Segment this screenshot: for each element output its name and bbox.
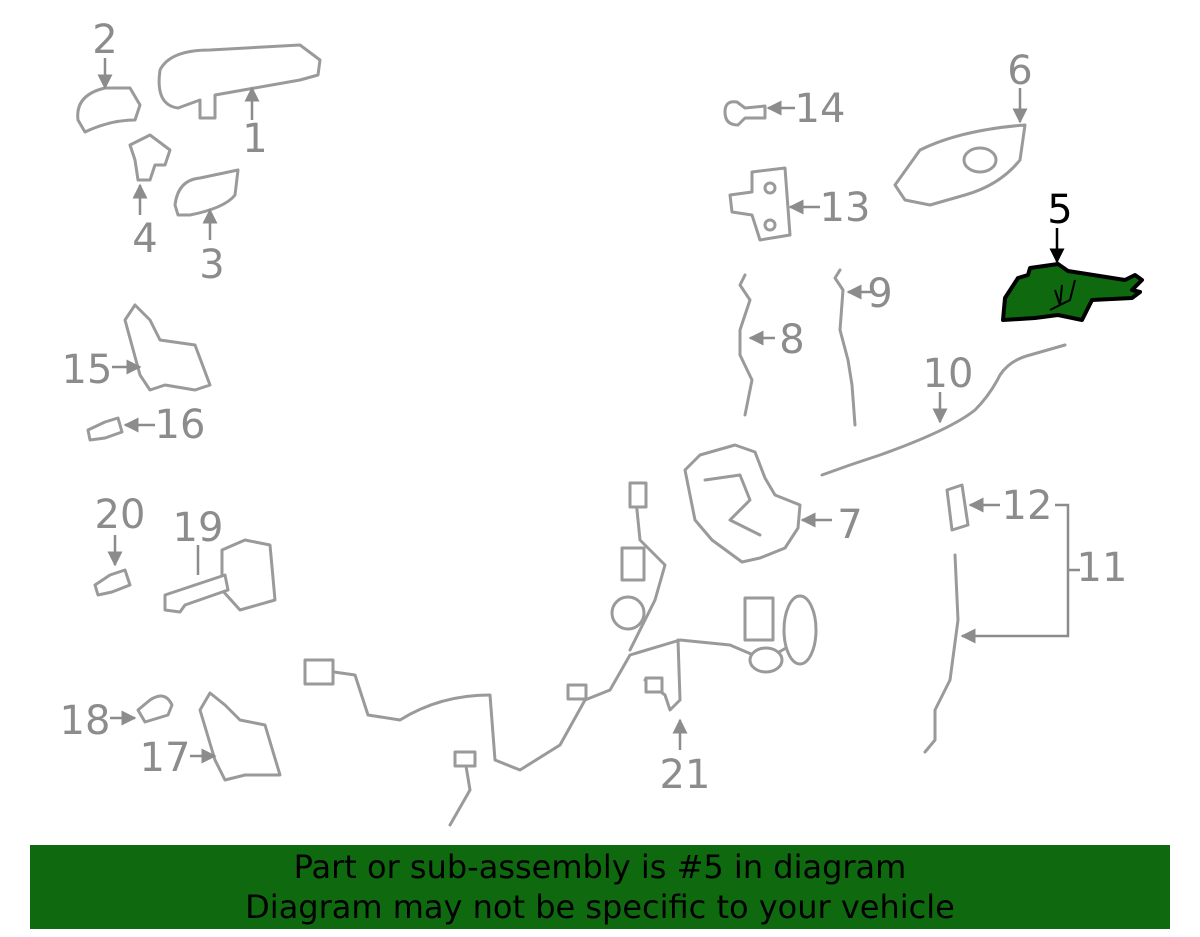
- part-10-cable[interactable]: 10: [820, 343, 1067, 477]
- part-3-pad[interactable]: 3: [173, 168, 240, 288]
- callout-3: 3: [199, 242, 224, 288]
- part-1-outside-handle[interactable]: 1: [157, 43, 322, 162]
- banner-line-1: Part or sub-assembly is #5 in diagram: [293, 848, 907, 886]
- callout-12: 12: [1002, 483, 1053, 529]
- callout-8: 8: [779, 317, 804, 363]
- part-2-handle-cap[interactable]: 2: [76, 17, 142, 134]
- part-18-bolt[interactable]: 18: [60, 694, 174, 744]
- info-banner: Part or sub-assembly is #5 in diagram Di…: [30, 845, 1170, 929]
- part-14-screw[interactable]: 14: [723, 86, 846, 132]
- callout-11: 11: [1077, 545, 1128, 591]
- part-9-rod[interactable]: 9: [833, 268, 893, 427]
- part-4-clip[interactable]: 4: [128, 133, 172, 262]
- callout-18: 18: [60, 698, 111, 744]
- banner-line-2: Diagram may not be specific to your vehi…: [245, 888, 955, 926]
- part-19-door-check[interactable]: 19: [163, 505, 277, 614]
- callout-21: 21: [660, 752, 711, 798]
- part-7-door-latch[interactable]: 7: [683, 443, 863, 564]
- part-15-bracket[interactable]: 15: [62, 303, 212, 393]
- callout-4: 4: [132, 216, 157, 262]
- callout-5: 5: [1047, 187, 1072, 233]
- part-20-bolt[interactable]: 20: [93, 492, 146, 597]
- callout-2: 2: [92, 17, 117, 63]
- callout-17: 17: [140, 735, 191, 781]
- callout-7: 7: [837, 502, 862, 548]
- part-11-rod-assembly[interactable]: 11: [923, 503, 1128, 754]
- part-21-wiring-harness[interactable]: 21: [303, 481, 818, 827]
- callout-19: 19: [173, 505, 224, 551]
- callout-16: 16: [155, 402, 206, 448]
- part-12-clip[interactable]: 12: [945, 483, 1053, 532]
- part-17-bracket[interactable]: 17: [140, 691, 282, 782]
- part-16-bolt[interactable]: 16: [86, 402, 206, 448]
- callout-14: 14: [795, 86, 846, 132]
- part-13-striker[interactable]: 13: [728, 166, 871, 242]
- callout-20: 20: [95, 492, 146, 538]
- callout-1: 1: [242, 116, 267, 162]
- callout-9: 9: [867, 271, 892, 317]
- part-5-lock-cover[interactable]: 5: [1001, 187, 1144, 322]
- callout-15: 15: [62, 347, 113, 393]
- part-8-rod[interactable]: 8: [738, 273, 805, 417]
- callout-13: 13: [820, 185, 871, 231]
- callout-10: 10: [923, 351, 974, 397]
- part-6-inside-handle[interactable]: 6: [893, 48, 1033, 207]
- callout-6: 6: [1007, 48, 1032, 94]
